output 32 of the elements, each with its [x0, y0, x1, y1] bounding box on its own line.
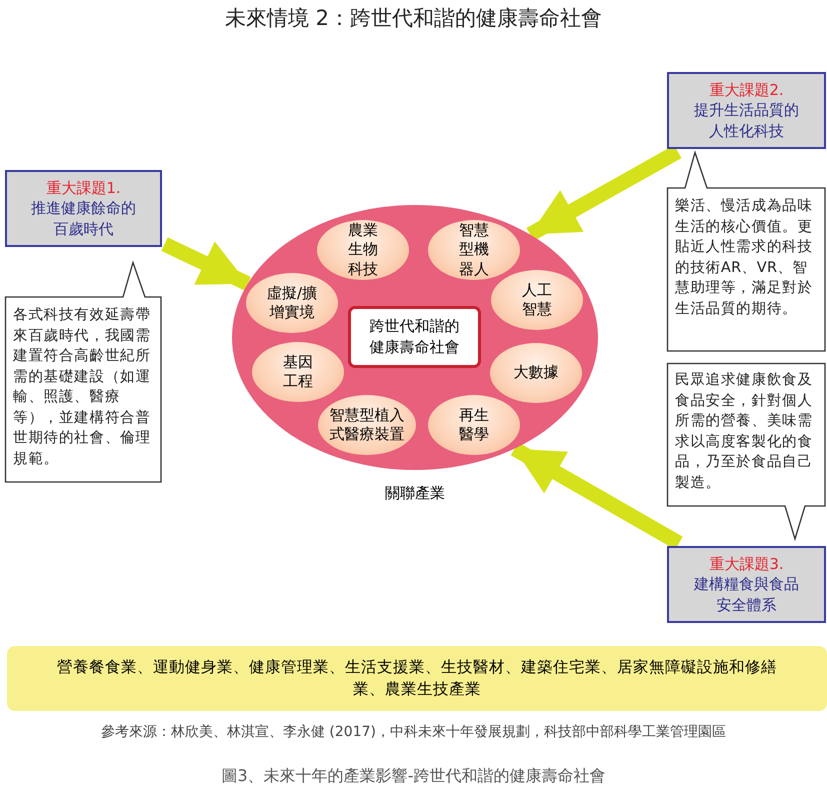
speech-bubble: [667, 363, 826, 540]
figure-caption: 圖3、未來十年的產業影響-跨世代和諧的健康壽命社會: [220, 766, 606, 787]
node-label: 人工智慧: [521, 280, 553, 320]
industry-list: 營養餐食業、運動健身業、健康管理業、生活支援業、生技醫材、建築住宅業、居家無障礙設施和修繕業、農業生技產業: [47, 656, 787, 700]
issue-title: 建構糧食與食品安全體系: [692, 574, 800, 615]
issue-box: [667, 546, 826, 623]
diagram-title: 未來情境 2：跨世代和諧的健康壽命社會: [224, 5, 604, 32]
node-label: 基因工程: [282, 352, 314, 392]
issue-box: [667, 72, 826, 149]
node-label: 智慧型機器人: [458, 220, 490, 280]
issue-number: 重大課題2.: [709, 80, 784, 100]
issue-title: 推進健康餘命的百歲時代: [30, 198, 137, 239]
node-label: 農業生物科技: [347, 220, 379, 280]
issue-title: 提升生活品質的人性化科技: [693, 100, 800, 141]
issue-box: [5, 170, 162, 247]
node-label: 跨世代和諧的健康壽命社會: [368, 316, 460, 358]
node-label: 虛擬/擴增實境: [266, 284, 318, 322]
industry-band: [7, 646, 827, 711]
central-theme-box: [348, 306, 481, 368]
node-caption: 關聯產業: [384, 484, 446, 503]
issue-number: 重大課題3.: [709, 554, 784, 574]
arrow: [161, 237, 251, 290]
speech-bubble: [5, 262, 162, 483]
speech-bubble: [667, 152, 826, 352]
issue-number: 重大課題1.: [46, 178, 121, 198]
node-label: 大數據: [514, 363, 558, 383]
source-note: 參考來源：林欣美、林淇宣、李永健 (2017)，中科未來十年發展規劃，科技部中部科學工業管理園區: [100, 723, 727, 741]
node-label: 智慧型植入式醫療裝置: [329, 406, 405, 444]
callout-text: 各式科技有效延壽帶來百歲時代，我國需建置符合高齡世紀所需的基礎建設（如運輸、照護、醫療等），並建構符合普世期待的社會、倫理規範。: [13, 306, 152, 470]
callout-text: 民眾追求健康飲食及食品安全，針對個人所需的營養、美味需求以高度客製化的食品，乃至於食品自己製造。: [675, 370, 814, 493]
node-label: 再生醫學: [458, 406, 490, 444]
callout-text: 樂活、慢活成為品味生活的核心價值。更貼近人性需求的科技的技術AR、VR、智慧助理等，滿足對於生活品質的期待。: [675, 197, 814, 319]
